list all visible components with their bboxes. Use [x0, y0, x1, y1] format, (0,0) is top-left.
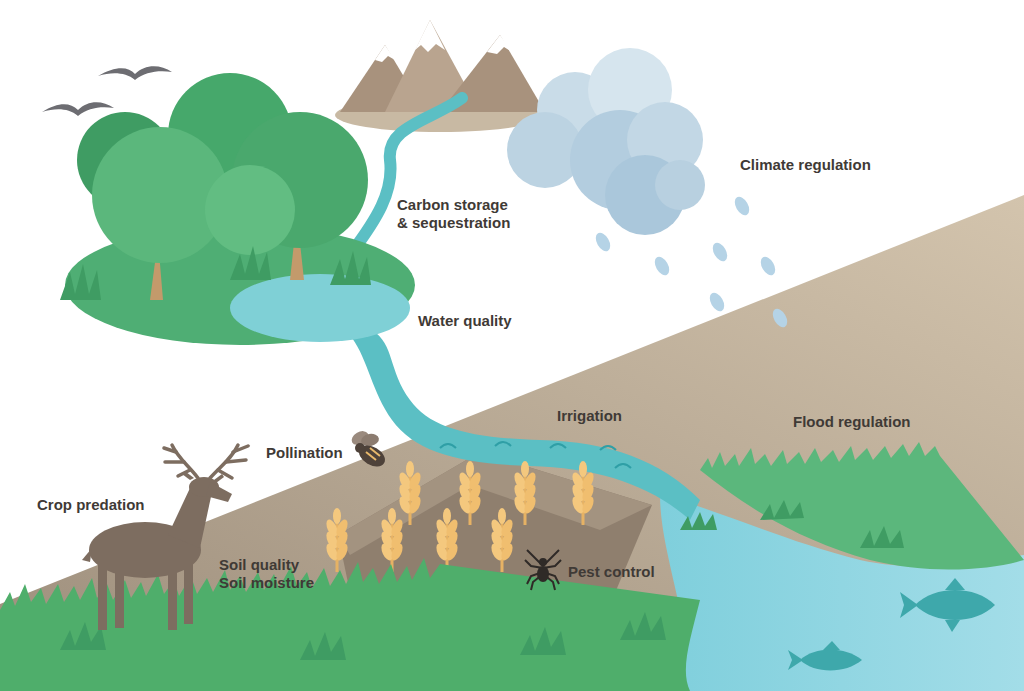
clouds [507, 48, 705, 235]
grass-bank [700, 442, 1024, 569]
fish [788, 578, 995, 671]
bee [349, 428, 388, 470]
service-label: Climate regulation [740, 156, 871, 174]
wheat-crops [324, 461, 596, 572]
hill-slope [0, 195, 1024, 691]
spider [525, 550, 561, 590]
service-label: Flood regulation [793, 413, 911, 431]
birds [42, 66, 172, 116]
service-label: Irrigation [557, 407, 622, 425]
forest-island [60, 73, 415, 345]
service-label: Pollination [266, 444, 343, 462]
service-label: Water quality [418, 312, 512, 330]
grass-tufts [680, 500, 904, 548]
service-label: Soil quality [219, 556, 299, 574]
service-label: Soil moisture [219, 574, 314, 592]
service-label: Pest control [568, 563, 655, 581]
service-label: Carbon storage & sequestration [397, 196, 516, 232]
deer [82, 472, 232, 630]
grass-tufts [60, 612, 666, 660]
deer-antlers [164, 445, 248, 478]
service-label: Crop predation [37, 496, 145, 514]
grass-foreground [0, 558, 700, 691]
raindrops [593, 194, 790, 329]
